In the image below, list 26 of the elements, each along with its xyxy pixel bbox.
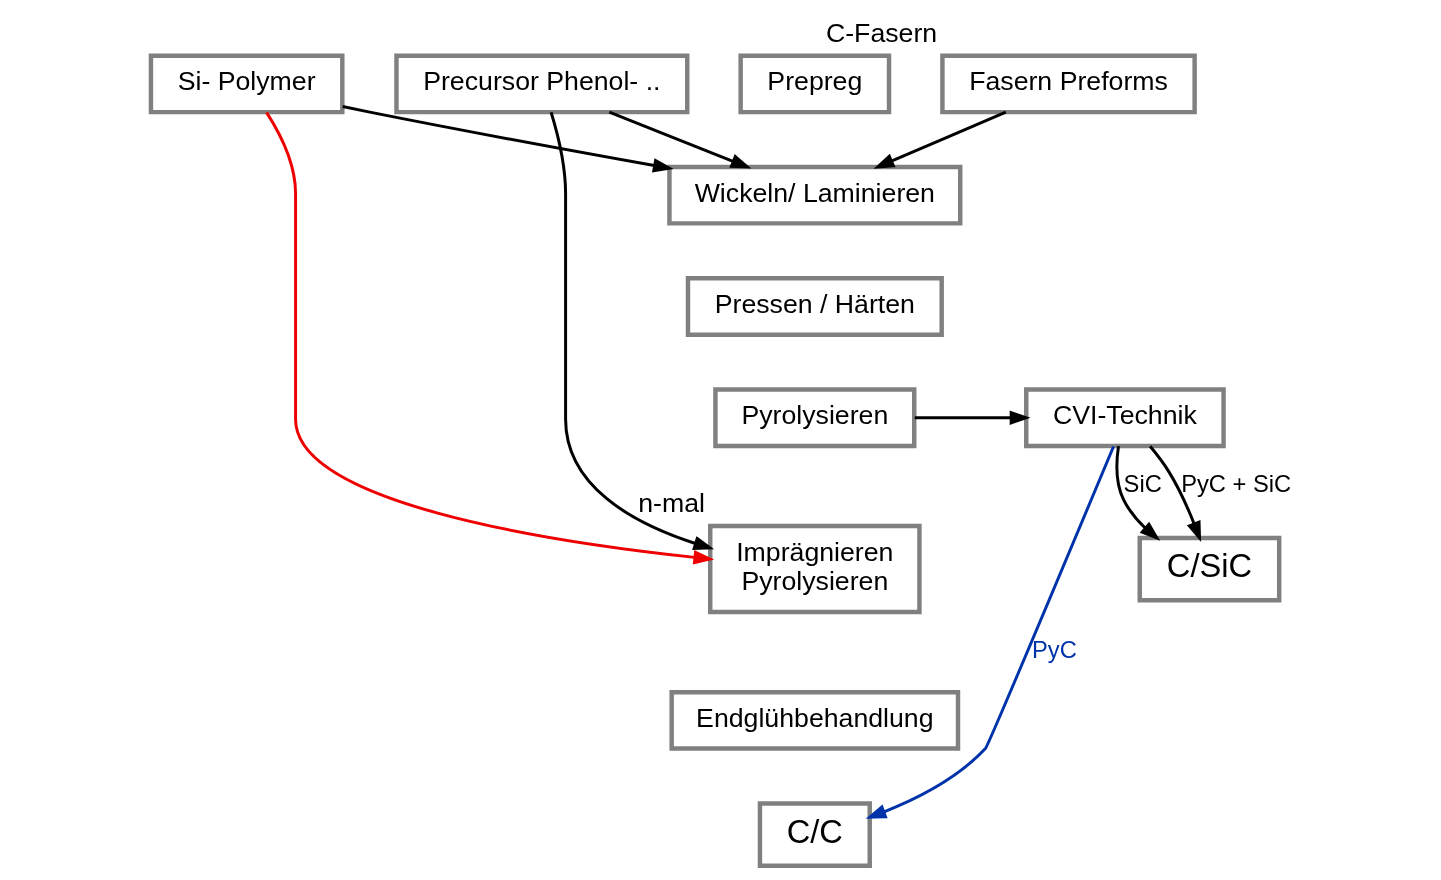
node-box: Si- Polymer <box>148 53 345 115</box>
arrow <box>873 110 1006 169</box>
arrow <box>1114 445 1160 541</box>
arrow <box>549 111 714 551</box>
node-box: Pressen / Härten <box>685 276 944 337</box>
arrow <box>865 445 1115 819</box>
node-box: Fasern Preforms <box>939 53 1197 115</box>
node-box: Endglühbehandlung <box>668 690 960 751</box>
arrow <box>608 110 751 169</box>
arrow <box>914 410 1030 426</box>
arrow <box>341 105 674 173</box>
node-label: n-mal <box>637 487 705 518</box>
node-box: Prepreg <box>737 53 891 115</box>
edge-label: PyC + SiC <box>1180 470 1291 497</box>
node-box: Wickeln/ Laminieren <box>666 164 962 226</box>
node-box: Precursor Phenol- .. <box>393 53 689 115</box>
edge-label: SiC <box>1123 470 1162 497</box>
node-box: Imprägnieren Pyrolysieren <box>707 523 922 615</box>
edge-label: PyC <box>1031 636 1077 663</box>
arrow <box>1148 445 1201 543</box>
node-box: Pyrolysieren <box>712 387 916 449</box>
node-label: C-Fasern <box>825 17 937 48</box>
node-box: C/SiC <box>1137 535 1281 603</box>
node-box: CVI-Technik <box>1023 387 1226 449</box>
node-box: C/C <box>757 801 872 868</box>
arrow <box>264 111 714 565</box>
